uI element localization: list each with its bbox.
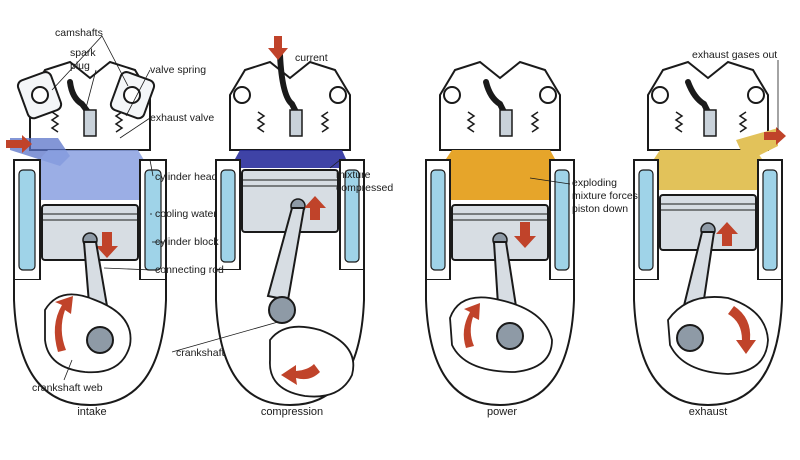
spark-plug bbox=[703, 109, 717, 137]
leader-lines-power bbox=[529, 177, 571, 185]
label-spark-plug-1: spark bbox=[70, 47, 96, 59]
label-mixture-compressed-2: compressed bbox=[336, 182, 393, 194]
label-mixture-compressed-1: mixture bbox=[336, 169, 371, 181]
label-exhaust-valve: exhaust valve bbox=[150, 112, 214, 124]
caption-compression: compression bbox=[261, 406, 323, 418]
label-exploding-3: piston down bbox=[572, 203, 628, 215]
exhaust-flow-arrow bbox=[764, 127, 786, 145]
caption-intake: intake bbox=[77, 406, 106, 418]
leader-lines-compression bbox=[171, 159, 341, 353]
camshaft-left bbox=[651, 86, 669, 104]
camshaft-left bbox=[233, 86, 251, 104]
label-exhaust-gases-out: exhaust gases out bbox=[692, 49, 777, 61]
label-exploding-2: mixture forces bbox=[572, 190, 638, 202]
label-cooling-water: cooling water bbox=[155, 208, 217, 220]
piston-arrow-up bbox=[304, 196, 326, 220]
stage-exhaust: exhaust bbox=[633, 60, 786, 418]
piston-arrow-down bbox=[96, 232, 118, 258]
valve-spring-left bbox=[50, 111, 60, 133]
label-connecting-rod: connecting rod bbox=[155, 264, 224, 276]
leader-lines-intake bbox=[51, 35, 164, 381]
compressed-mixture bbox=[230, 150, 350, 168]
crankpin bbox=[86, 326, 114, 354]
label-valve-spring: valve spring bbox=[150, 64, 206, 76]
cooling-water-left bbox=[220, 169, 236, 263]
label-spark-plug-2: plug bbox=[70, 60, 90, 72]
valve-spring-right bbox=[114, 111, 124, 133]
spark-plug-lead bbox=[483, 79, 507, 115]
piston-arrow-down bbox=[514, 222, 536, 248]
current-arrow bbox=[268, 36, 288, 60]
cooling-water-right bbox=[344, 169, 360, 263]
valve-spring-left bbox=[674, 111, 684, 133]
burning-mixture bbox=[440, 150, 560, 200]
label-crankshaft: crankshaft bbox=[176, 347, 225, 359]
camshaft-left bbox=[31, 86, 49, 104]
spark-plug-lead bbox=[685, 79, 711, 115]
crank-rotation-arrow bbox=[281, 364, 320, 385]
caption-exhaust: exhaust bbox=[689, 406, 728, 418]
cooling-water-right bbox=[144, 169, 162, 271]
spark-plug bbox=[289, 109, 303, 137]
crank-rotation-arrow bbox=[728, 306, 756, 354]
cooling-water-left bbox=[430, 169, 446, 271]
valve-spring-right bbox=[320, 111, 330, 133]
camshaft-right bbox=[539, 86, 557, 104]
intake-flow-arrow bbox=[6, 135, 32, 153]
label-camshafts: camshafts bbox=[55, 27, 103, 39]
crank-rotation-arrow bbox=[54, 296, 73, 352]
spark-plug bbox=[83, 109, 97, 137]
stage-compression: compression bbox=[171, 36, 365, 418]
label-exploding-1: exploding bbox=[572, 177, 617, 189]
spark-plug-lead bbox=[67, 79, 91, 115]
crank-rotation-arrow bbox=[463, 303, 480, 348]
valve-spring-right bbox=[530, 111, 540, 133]
camshaft-right bbox=[329, 86, 347, 104]
crankpin bbox=[676, 324, 704, 352]
callout-labels: camshafts spark plug valve spring exhaus… bbox=[32, 27, 777, 394]
camshaft-left bbox=[443, 86, 461, 104]
exhaust-gas bbox=[648, 150, 768, 190]
cooling-water-right bbox=[762, 169, 778, 271]
label-current: current bbox=[295, 52, 328, 64]
cooling-water-right bbox=[554, 169, 570, 271]
cooling-water-left bbox=[18, 169, 36, 271]
label-crankshaft-web: crankshaft web bbox=[32, 382, 103, 394]
spark-plug-lead bbox=[277, 52, 299, 115]
cooling-water-left bbox=[638, 169, 654, 271]
camshaft-right bbox=[747, 86, 765, 104]
stage-intake: intake bbox=[6, 35, 167, 418]
valve-spring-left bbox=[466, 111, 476, 133]
caption-power: power bbox=[487, 406, 517, 418]
valve-spring-left bbox=[256, 111, 266, 133]
fresh-mixture bbox=[30, 150, 150, 200]
crankpin bbox=[268, 296, 296, 324]
piston-arrow-up bbox=[716, 222, 738, 246]
spark-plug bbox=[499, 109, 513, 137]
crankpin bbox=[496, 322, 524, 350]
label-cylinder-head: cylinder head bbox=[155, 171, 218, 183]
label-cylinder-block: cylinder block bbox=[155, 236, 219, 248]
stage-power: power bbox=[425, 60, 575, 418]
camshaft-right bbox=[123, 86, 141, 104]
valve-spring-right bbox=[738, 111, 748, 133]
